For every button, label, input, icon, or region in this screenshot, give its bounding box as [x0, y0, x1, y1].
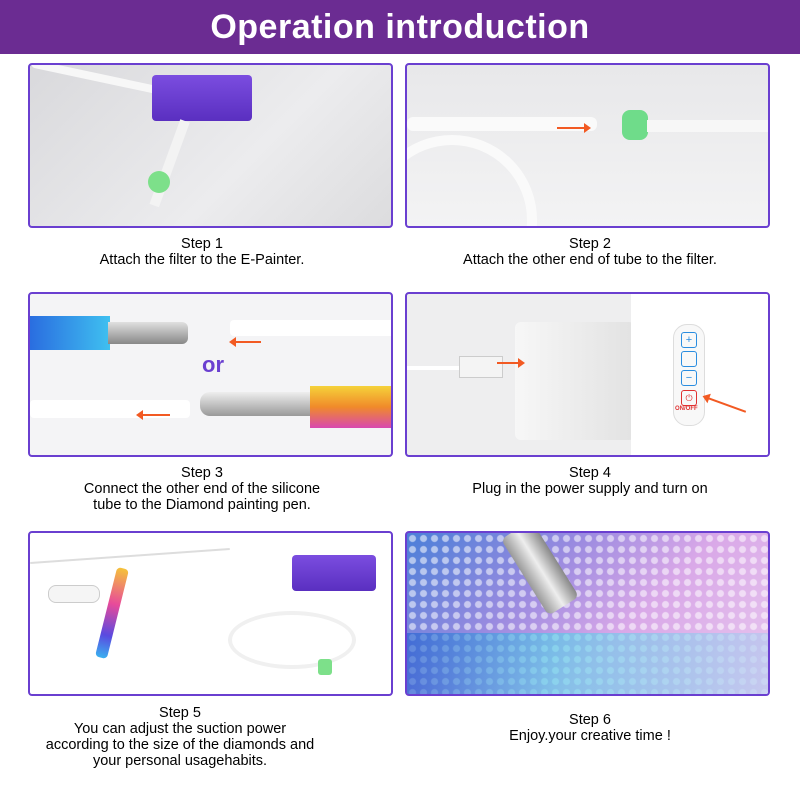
tube-icon — [407, 117, 597, 131]
filter-icon — [318, 659, 332, 675]
pen-tip-icon — [200, 392, 310, 416]
step-title: Step 1 — [181, 236, 223, 252]
step-text: You can adjust the suction power — [73, 721, 287, 737]
step-2-image — [405, 63, 770, 228]
step-text: according to the size of the diamonds an… — [45, 737, 315, 753]
arrow-icon — [557, 127, 585, 129]
step-text: Plug in the power supply and turn on — [472, 481, 708, 497]
step-1-image — [28, 63, 393, 228]
step-1-caption: Step 1 Attach the filter to the E-Painte… — [12, 236, 392, 268]
e-painter-device — [152, 75, 252, 121]
arrow-icon — [497, 362, 519, 364]
speed-controller — [48, 585, 100, 603]
page-title: Operation introduction — [0, 0, 800, 54]
step-text: Enjoy.your creative time ! — [509, 728, 671, 744]
step-text: tube to the Diamond painting pen. — [93, 497, 311, 513]
step-3-image: or — [28, 292, 393, 457]
arrow-icon — [136, 410, 170, 420]
step-5-caption: Step 5 You can adjust the suction power … — [0, 705, 370, 769]
power-button: ⏻ — [681, 390, 697, 406]
tube-coil-icon — [407, 135, 537, 226]
speed-controller — [673, 324, 705, 426]
filter-icon — [622, 110, 648, 140]
pen-icon — [95, 566, 129, 660]
e-painter-device — [292, 555, 376, 591]
step-text: Connect the other end of the silicone — [83, 481, 321, 497]
step-title: Step 4 — [569, 465, 611, 481]
step-title: Step 6 — [569, 712, 611, 728]
minus-button: − — [681, 370, 697, 386]
step-text: Attach the filter to the E-Painter. — [99, 252, 305, 268]
cable-icon — [30, 548, 230, 564]
step-2-caption: Step 2 Attach the other end of tube to t… — [400, 236, 780, 268]
tube-icon — [647, 120, 768, 132]
tube-icon — [149, 119, 190, 208]
step-5-image — [28, 531, 393, 696]
step-4-caption: Step 4 Plug in the power supply and turn… — [400, 465, 780, 497]
power-bank-icon — [515, 322, 635, 440]
tube-coil-icon — [228, 611, 356, 669]
step-4-image: + − ⏻ ON/OFF — [405, 292, 770, 457]
usb-plug-icon — [459, 356, 503, 378]
step-text: your personal usagehabits. — [92, 753, 268, 769]
usb-cable-icon — [407, 366, 497, 370]
step-title: Step 3 — [181, 465, 223, 481]
step-title: Step 5 — [159, 705, 201, 721]
tube-icon — [30, 400, 190, 418]
canvas-lower — [407, 633, 768, 694]
arrow-icon — [229, 337, 261, 347]
mode-button — [681, 351, 697, 367]
or-label: or — [202, 352, 224, 377]
pen-icon — [310, 386, 391, 428]
filter-icon — [148, 171, 170, 193]
step-text: Attach the other end of tube to the filt… — [463, 252, 717, 268]
pen-tip-icon — [108, 322, 188, 344]
step-3-caption: Step 3 Connect the other end of the sili… — [12, 465, 392, 513]
step-title: Step 2 — [569, 236, 611, 252]
pen-icon — [30, 316, 110, 350]
step-6-caption: Step 6 Enjoy.your creative time ! — [400, 712, 780, 744]
tube-icon — [230, 320, 391, 336]
plus-button: + — [681, 332, 697, 348]
on-off-label: ON/OFF — [675, 406, 698, 412]
step-6-image — [405, 531, 770, 696]
